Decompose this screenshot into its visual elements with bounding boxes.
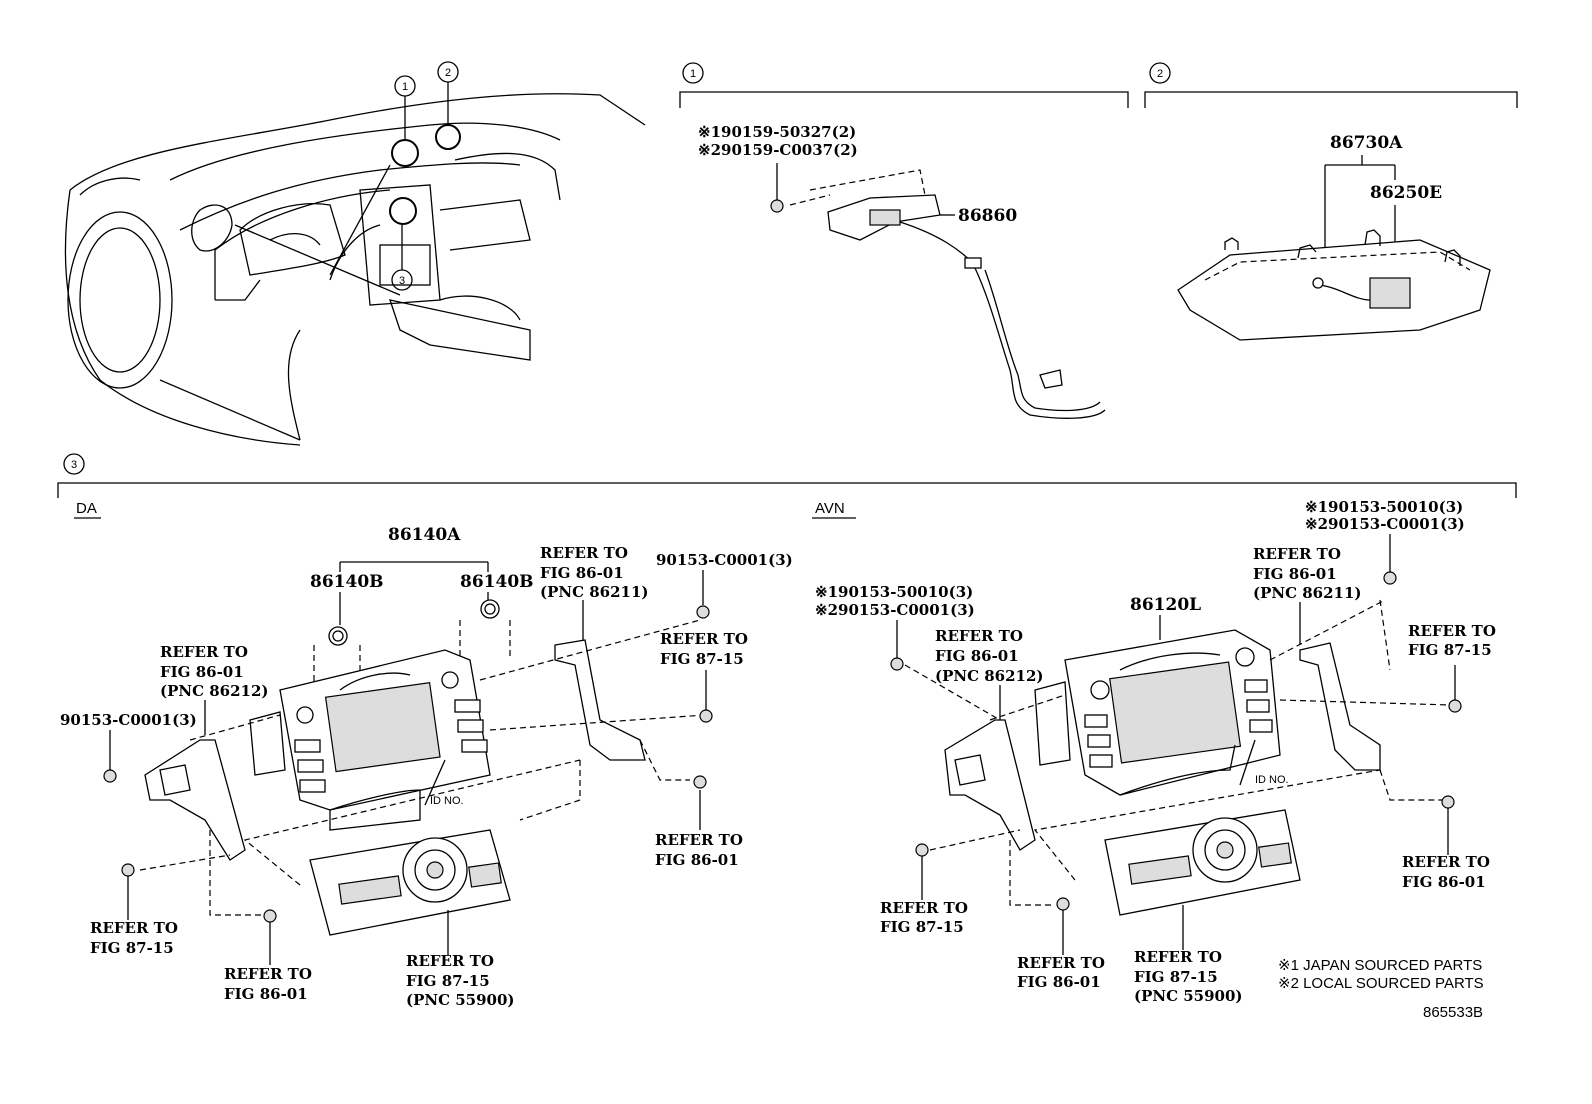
part-86140A: 86140A — [388, 525, 461, 545]
da-radio-assembly — [103, 570, 713, 965]
part-86140B-right: 86140B — [460, 572, 534, 592]
callout-1-overview: 1 — [402, 81, 408, 93]
avn-note-top1: ※190153-50010(3) — [1305, 498, 1463, 516]
part-86120L: 86120L — [1130, 595, 1201, 615]
part-86140B-left: 86140B — [310, 572, 384, 592]
avn-note-left1: ※190153-50010(3) — [815, 583, 973, 601]
avn-note-left2: ※290153-C0001(3) — [815, 601, 975, 619]
da-bolt-top: 90153-C0001(3) — [656, 551, 793, 569]
da-title: DA — [76, 500, 97, 517]
avn-note-top2: ※290153-C0001(3) — [1305, 515, 1465, 533]
legend-local-sourced: ※2 LOCAL SOURCED PARTS — [1278, 975, 1484, 992]
part-86730A: 86730A — [1330, 133, 1403, 153]
callout-3: 3 — [71, 459, 77, 471]
section1-note2: ※290159-C0037(2) — [698, 141, 858, 159]
avn-navigation-assembly — [890, 534, 1462, 955]
figure-id: 865533B — [1423, 1004, 1483, 1021]
section-1-bracket — [679, 62, 1129, 108]
da-bolt-left: 90153-C0001(3) — [60, 711, 197, 729]
callout-2: 2 — [1157, 68, 1163, 80]
callout-3-overview: 3 — [399, 275, 405, 287]
car-interior-illustration — [64, 61, 646, 446]
da-id-no: ID NO. — [430, 795, 464, 807]
avn-title: AVN — [815, 500, 845, 517]
part-86860: 86860 — [958, 206, 1017, 226]
part-86250E: 86250E — [1370, 183, 1442, 203]
section1-note1: ※190159-50327(2) — [698, 123, 856, 141]
callout-1: 1 — [690, 68, 696, 80]
legend-japan-sourced: ※1 JAPAN SOURCED PARTS — [1278, 957, 1482, 974]
section-2-bracket — [1144, 62, 1518, 108]
section-3-bracket — [57, 453, 1517, 498]
camera-bracket-assembly — [770, 163, 1106, 419]
overhead-console-assembly — [1177, 155, 1491, 341]
callout-2-overview: 2 — [445, 67, 451, 79]
avn-id-no: ID NO. — [1255, 774, 1289, 786]
